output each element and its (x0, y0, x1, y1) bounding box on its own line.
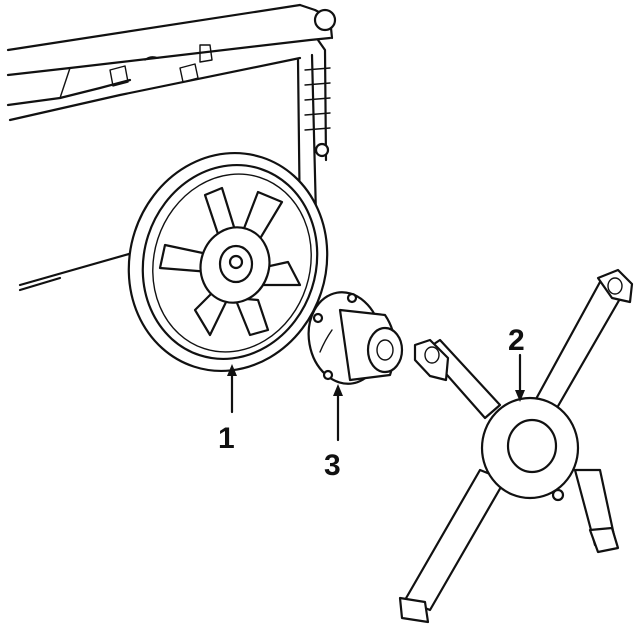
fan-motor (307, 291, 404, 385)
callout-1: 1 (218, 364, 237, 455)
callout-2: 2 (508, 324, 525, 402)
callout-2-label: 2 (508, 324, 525, 357)
fan-assembly (127, 151, 329, 373)
callout-3-label: 3 (324, 449, 341, 482)
fan-bracket (398, 268, 634, 624)
callout-3: 3 (324, 384, 343, 482)
callout-1-label: 1 (218, 422, 235, 455)
